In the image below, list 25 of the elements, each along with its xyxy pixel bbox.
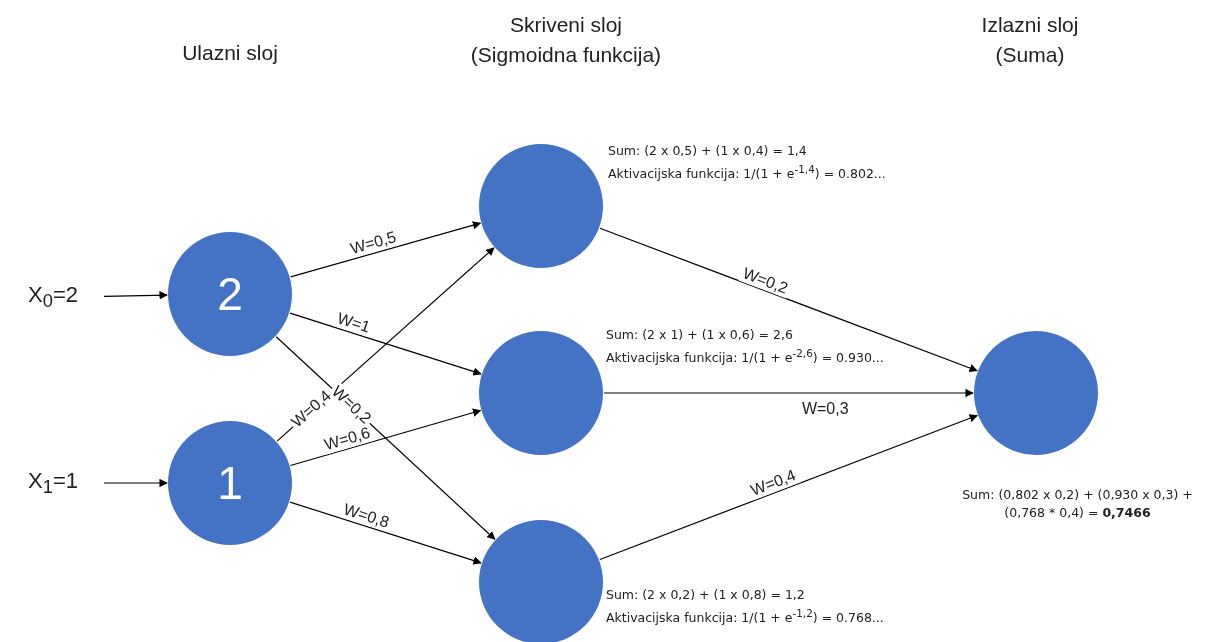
arrow (289, 312, 482, 376)
arrow (290, 221, 482, 278)
annotation-text: Aktivacijska funkcija: 1/(1 + e$^{-1,4}$) = 0.802... (608, 162, 886, 184)
annotation-text: Sum: (2 x 0,2) + (1 x 0,8) = 1,2 (606, 586, 806, 604)
node-label: 1 (217, 460, 243, 506)
column-heading: Ulazni sloj (181, 40, 279, 66)
annotation-text: Sum: (2 x 1) + (1 x 0,6) = 2,6 (606, 326, 794, 344)
arrow (289, 408, 482, 467)
annotation-text: Sum: (2 x 0,5) + (1 x 0,4) = 1,4 (608, 142, 808, 160)
arrow (289, 501, 482, 565)
annotation-text: Aktivacijska funkcija: 1/(1 + e$^{-1,2}$) = 0.768... (606, 606, 884, 628)
input-label: X$_{0}$=2 (28, 282, 78, 313)
input-label: X$_{1}$=1 (28, 468, 78, 499)
arrow (103, 478, 168, 488)
arrow (599, 227, 978, 372)
edge-label: W=0,4 (746, 466, 801, 501)
arrow (603, 388, 974, 398)
annotation-text: Aktivacijska funkcija: 1/(1 + e$^{-2,6}$) = 0.930... (606, 346, 884, 368)
column-heading: Izlazni sloj (Suma) (980, 12, 1080, 68)
node-label: 2 (217, 271, 243, 317)
column-heading: Skriveni sloj (Sigmoidna funkcija) (469, 12, 663, 68)
arrow (599, 414, 978, 561)
edge-label: W=0,3 (799, 400, 851, 418)
annotation-text: Sum: (0,802 x 0,2) + (0,930 x 0,3) + (0,768 * 0,4) = 0,7466 (961, 486, 1194, 522)
arrow (103, 291, 168, 300)
